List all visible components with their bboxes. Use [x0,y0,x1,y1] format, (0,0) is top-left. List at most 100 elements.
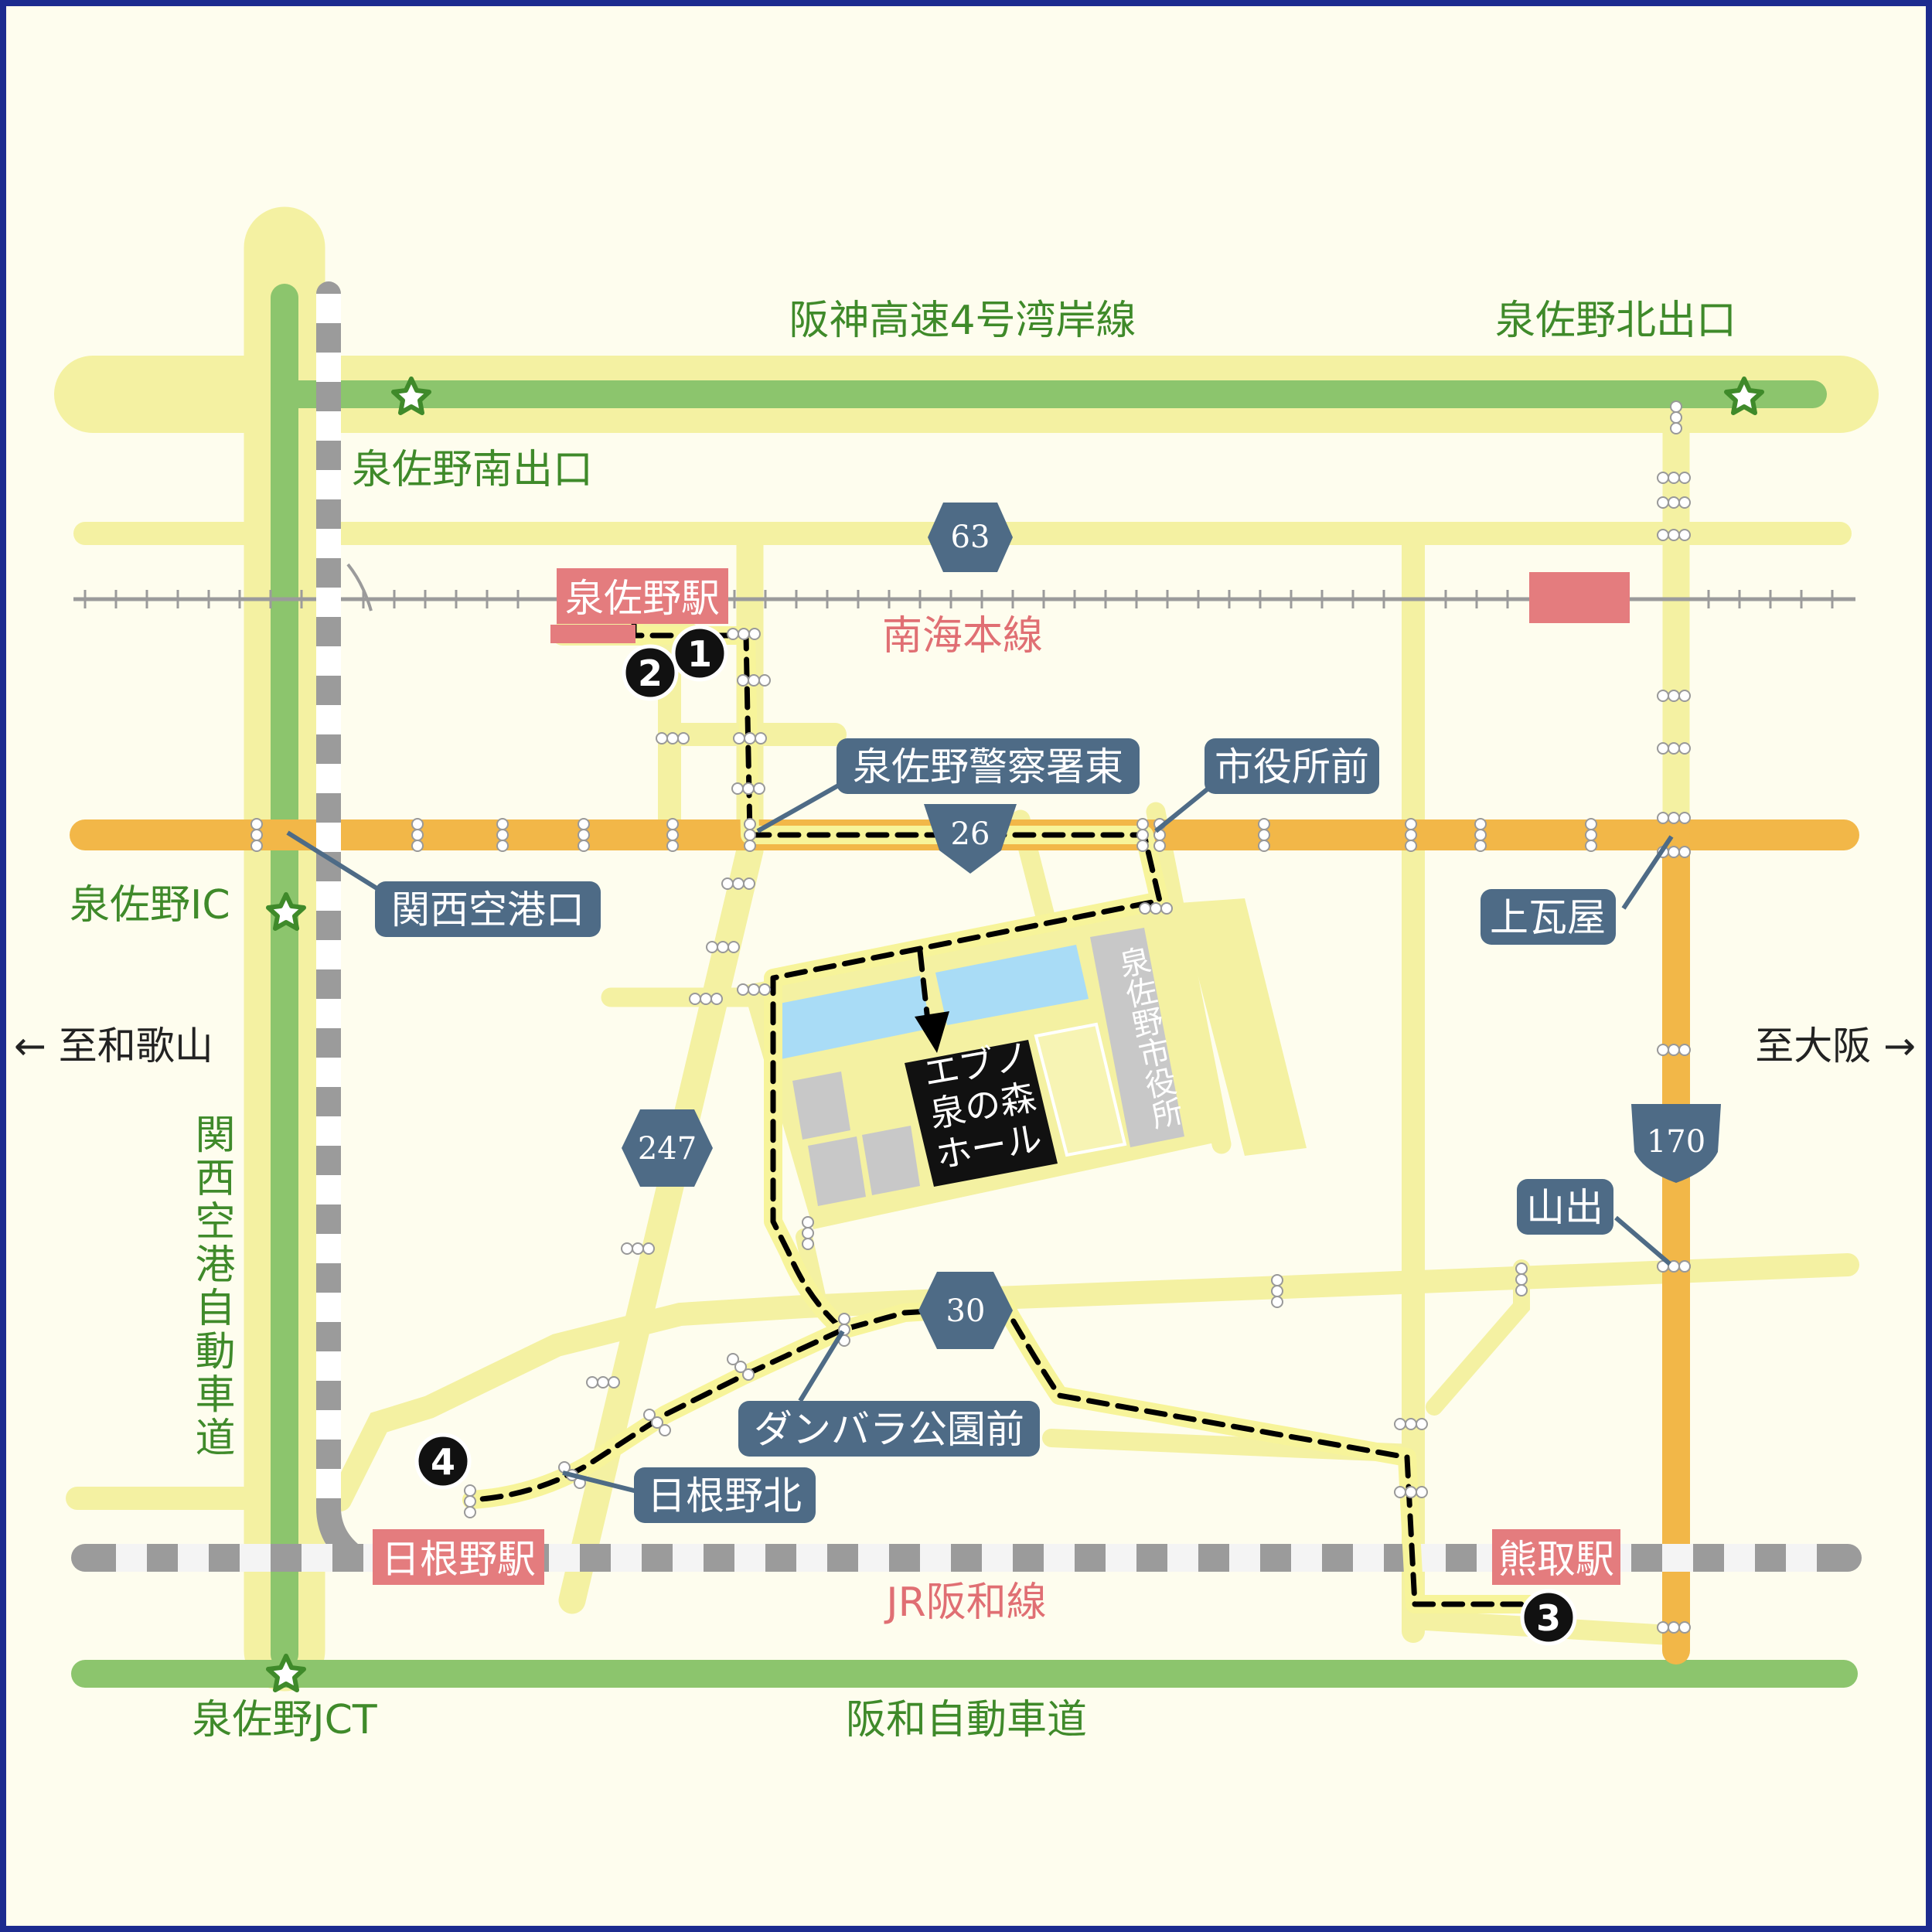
nankai-ticks [83,590,1834,608]
svg-text:山出: 山出 [1526,1185,1603,1230]
signal [1405,818,1417,852]
svg-text:ダンバラ公園前: ダンバラ公園前 [754,1407,1024,1452]
kansai-airport-expressway-label: 関西空港自動車道 [188,1113,234,1460]
svg-text:30: 30 [946,1293,986,1329]
star-icon [391,377,431,415]
route-247-shield: 247 [622,1109,713,1187]
hanshin-expressway-label: 阪神高速4号湾岸線 [789,298,1136,344]
izumisano-jct-label: 泉佐野JCT [192,1697,377,1743]
signal [1136,818,1149,852]
signal [1657,496,1691,509]
signal [1585,818,1597,852]
signal [1474,818,1487,852]
jr-line-label: JR阪和線 [884,1579,1046,1626]
svg-text:日根野北: 日根野北 [647,1474,802,1518]
route-arrow [915,1011,949,1053]
signal [250,818,263,852]
interchange-stars [266,377,1764,1692]
signal [727,628,761,640]
signal [744,818,756,852]
traffic-signals [250,400,1691,1634]
signal [1394,1418,1428,1430]
signal [1394,1486,1428,1498]
star-icon [266,892,306,931]
svg-text:市役所前: 市役所前 [1215,745,1369,789]
label-kamigawara: 上瓦屋 [1481,835,1674,945]
label-city-hall-front: 市役所前 [1154,738,1379,833]
signal [411,818,424,852]
svg-text:熊取駅: 熊取駅 [1498,1537,1614,1582]
route-170-shield: 170 [1631,1104,1721,1183]
svg-text:247: 247 [638,1131,697,1167]
signal [1657,812,1691,824]
svg-text:170: 170 [1647,1124,1705,1160]
label-yamade: 山出 [1517,1179,1671,1266]
hanwa-expressway-label: 阪和自動車道 [846,1697,1087,1743]
marker-4: 4 [414,1433,472,1490]
izumisano-minami-exit-label: 泉佐野南出口 [352,447,593,493]
svg-text:泉佐野警察署東: 泉佐野警察署東 [853,745,1123,789]
signal [1670,400,1682,434]
signal [666,818,679,852]
station-block-east [1529,572,1630,623]
direction-west: ← 至和歌山 [14,1024,213,1068]
signal [464,1484,476,1518]
signal [1515,1262,1528,1297]
access-route [462,615,1548,1613]
signal [1657,742,1691,755]
signal [643,1409,671,1436]
label-kansai-airport-entrance: 関西空港口 [286,830,601,937]
svg-text:1: 1 [687,633,712,675]
building-3 [862,1126,920,1195]
label-police-east: 泉佐野警察署東 [756,738,1140,833]
building-2 [808,1136,866,1206]
signal [1657,1044,1691,1056]
svg-text:3: 3 [1536,1597,1561,1639]
signal [706,941,740,953]
signal [1657,1621,1691,1634]
station-hineno: 日根野駅 [373,1529,544,1585]
signal [1657,529,1691,541]
signal [731,782,765,795]
label-hineno-kita: 日根野北 [562,1467,816,1523]
nankai-line-label: 南海本線 [882,613,1043,659]
label-danbara-park: ダンバラ公園前 [738,1330,1040,1457]
signal [1139,902,1173,915]
svg-text:4: 4 [431,1441,455,1483]
signal [802,1216,814,1250]
svg-text:上瓦屋: 上瓦屋 [1490,895,1606,940]
signal [1657,472,1691,484]
park-area [1179,898,1307,1156]
izumisano-ic-label: 泉佐野IC [70,882,230,929]
star-icon [266,1654,306,1692]
direction-east: 至大阪 → [1755,1024,1916,1068]
svg-text:63: 63 [951,520,990,555]
signal [1258,818,1270,852]
marker-3: 3 [1520,1589,1577,1646]
signal [737,674,771,687]
svg-text:26: 26 [951,816,990,852]
signal [496,818,509,852]
route-30-shield: 30 [918,1272,1013,1349]
svg-text:関西空港口: 関西空港口 [391,888,584,932]
venue-box: エブノ 泉の森 ホール [905,1035,1058,1187]
station-izumisano: 泉佐野駅 [550,568,728,643]
star-icon [1724,377,1764,415]
building-1 [792,1072,850,1140]
city-hall-building [1090,928,1184,1147]
marker-2: 2 [622,644,679,701]
signal [586,1376,620,1389]
signal [1271,1274,1283,1308]
route-63-shield: 63 [928,503,1013,572]
field-area [1034,1022,1127,1157]
venue-area: 泉佐野市役所 [742,898,1307,1229]
signal [689,993,723,1005]
water-1 [772,976,932,1059]
izumisano-kita-exit-label: 泉佐野北出口 [1495,298,1736,344]
svg-text:泉佐野駅: 泉佐野駅 [565,576,720,621]
signal [727,1353,755,1381]
signal [621,1242,655,1255]
signal [733,732,767,745]
